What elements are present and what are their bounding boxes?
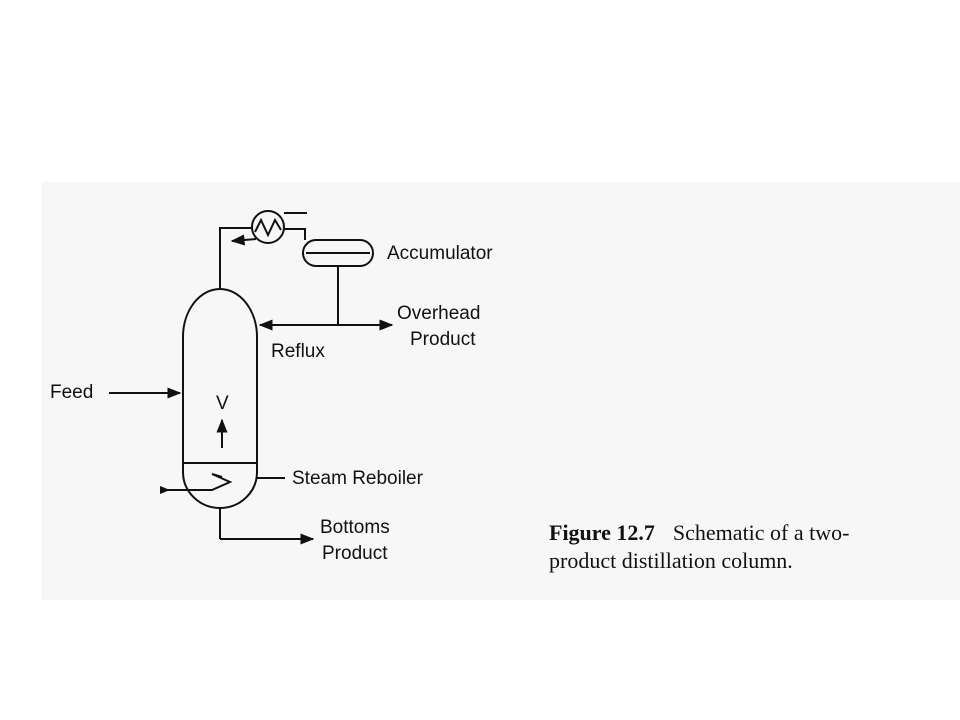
bottoms-product-label: Bottoms <box>320 517 390 538</box>
overhead-product-label-2: Product <box>410 329 476 350</box>
caption-line-1: Schematic of a two- <box>672 520 850 545</box>
condenser-coil <box>254 217 282 238</box>
overhead-product-label: Overhead <box>397 303 481 324</box>
figure-number: Figure 12.7 <box>549 520 655 545</box>
steam-reboiler-label: Steam Reboiler <box>292 468 423 489</box>
condensate-line <box>284 228 306 240</box>
reflux-label: Reflux <box>271 341 325 362</box>
figure-caption: Figure 12.7 Schematic of a two- product d… <box>549 519 849 575</box>
vapor-label: V <box>216 393 229 414</box>
cooling-water-in-arrow <box>230 234 257 246</box>
bottoms-product-label-2: Product <box>322 543 388 564</box>
scanned-figure-background <box>42 182 960 600</box>
feed-label: Feed <box>50 382 94 403</box>
overhead-vapor-line <box>219 227 253 290</box>
caption-line-2: product distillation column. <box>549 548 793 573</box>
distillation-column <box>182 288 258 509</box>
reboiler-coil <box>162 473 233 491</box>
accumulator-label: Accumulator <box>387 243 493 264</box>
condenser <box>251 210 285 244</box>
